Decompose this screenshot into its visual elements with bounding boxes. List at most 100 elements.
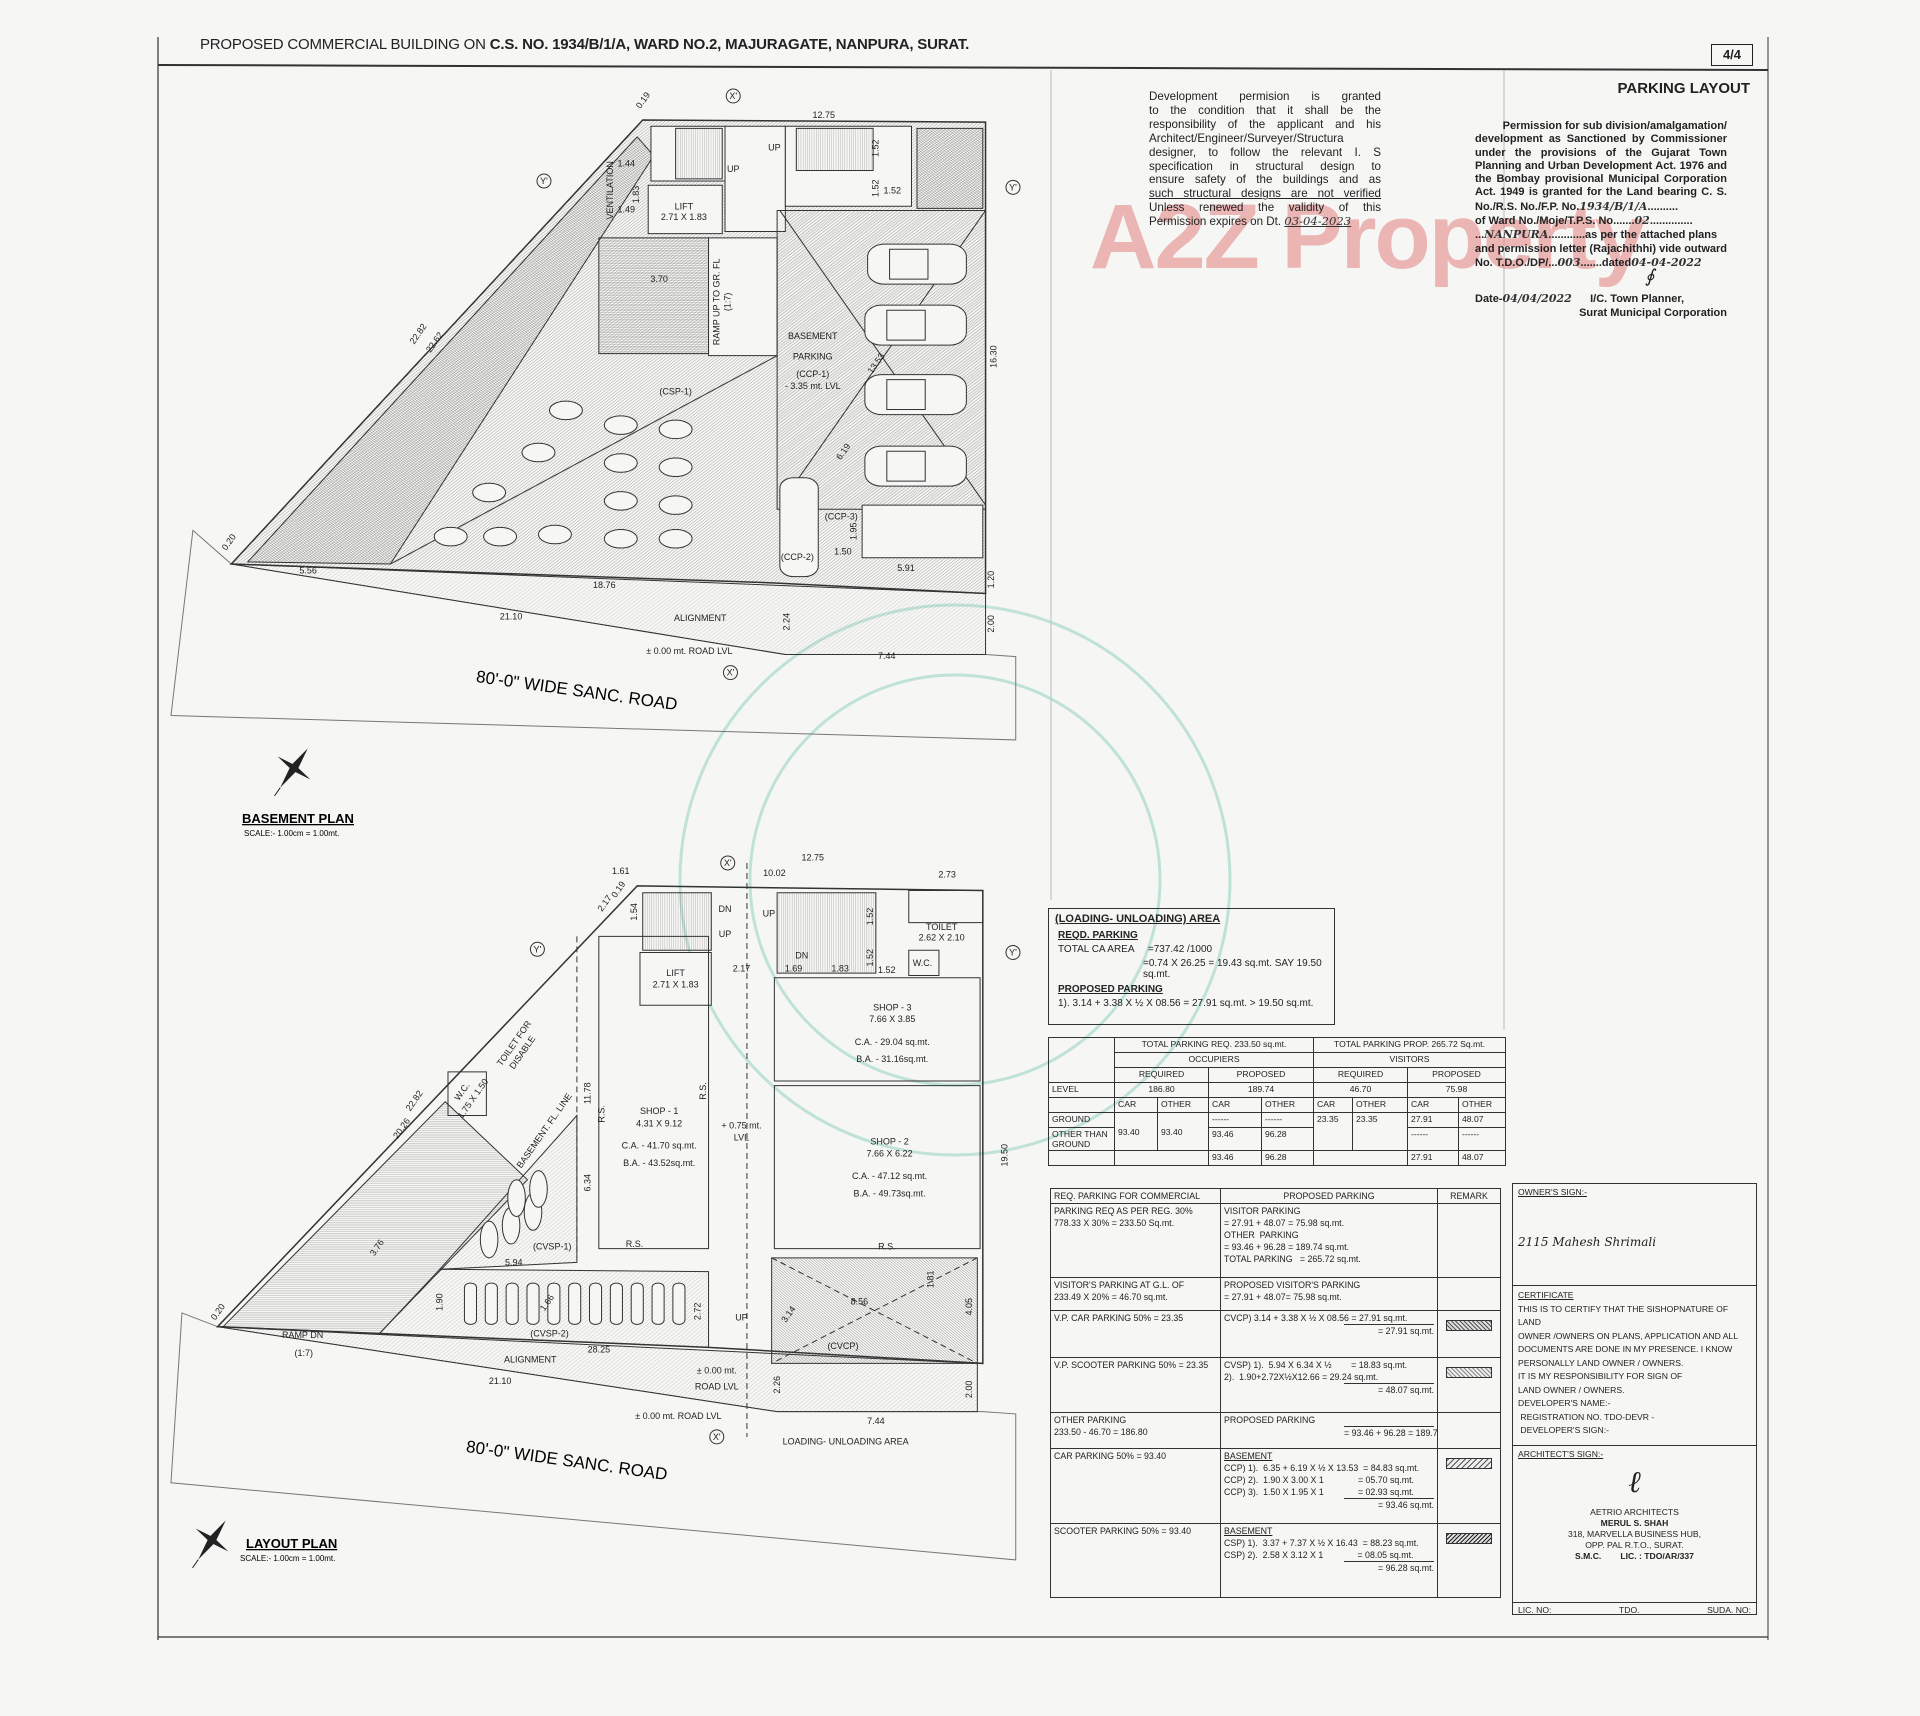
plan-label: - 3.35 mt. LVL xyxy=(785,381,841,391)
cell: ------ xyxy=(1458,1127,1506,1151)
col-header: REQ. PARKING FOR COMMERCIAL xyxy=(1050,1188,1221,1204)
plan-label: 7.66 X 3.85 xyxy=(869,1014,915,1024)
proposed-cell: VISITOR PARKING= 27.91 + 48.07 = 75.98 s… xyxy=(1220,1203,1438,1278)
stamp-line: development as Sanctioned by Commissione… xyxy=(1475,133,1727,146)
proposed-cell: CVSP) 1). 5.94 X 6.34 X ½ = 18.83 sq.mt.… xyxy=(1220,1357,1438,1413)
dimension-label: 5.91 xyxy=(897,563,915,573)
certificate-line: THIS IS TO CERTIFY THAT THE SISHOPNATURE… xyxy=(1518,1303,1729,1328)
col-header: PROPOSED PARKING xyxy=(1220,1188,1438,1204)
plan-label: VENTILATION xyxy=(605,161,615,219)
date-value: 04/04/2022 xyxy=(1502,292,1572,306)
shop-1 xyxy=(599,936,709,1248)
col-other: OTHER xyxy=(1157,1097,1209,1113)
stamp-line: the Bombay provisional Municipal Corpora… xyxy=(1475,173,1727,186)
dimension-label: 2.00 xyxy=(964,1381,974,1399)
dimension-label: 5.94 xyxy=(505,1257,523,1267)
occupiers: OCCUPIERS xyxy=(1114,1052,1314,1068)
plan-label: RAMP DN xyxy=(282,1330,323,1340)
no-label: No. T.D.O./DP/... xyxy=(1475,256,1558,269)
scooter-icon xyxy=(659,496,692,515)
certificate-line: DOCUMENTS ARE DONE IN MY PRESENCE. I KNO… xyxy=(1518,1344,1733,1354)
drawing-header: PROPOSED COMMERCIAL BUILDING ON C.S. NO.… xyxy=(200,36,969,53)
scooter-icon xyxy=(548,1283,560,1324)
scooter-icon xyxy=(549,401,582,420)
grid-axis-marker xyxy=(1005,179,1021,195)
staircase-treads xyxy=(796,128,873,170)
car-icon xyxy=(865,375,966,415)
stamp-line: Act. 1949 is granted for the Land bearin… xyxy=(1475,186,1727,199)
grid-axis-label: Y' xyxy=(534,944,542,954)
sheet-number: 4/4 xyxy=(1711,44,1753,66)
req-line: OTHER PARKING xyxy=(1054,1415,1127,1425)
ramp-landing xyxy=(709,238,778,356)
shop-2 xyxy=(774,1086,980,1249)
scooter-icon xyxy=(434,527,467,546)
plan-label: W.C. xyxy=(913,958,933,968)
col-car: CAR xyxy=(1407,1097,1459,1113)
proposed-heading: PROPOSED PARKING xyxy=(1058,984,1163,995)
proposed-line: PROPOSED VISITOR'S PARKING xyxy=(1224,1280,1361,1290)
remark-cell xyxy=(1437,1412,1501,1449)
scooter-icon xyxy=(604,454,637,473)
plan-label: SHOP - 3 xyxy=(873,1003,911,1013)
legend-hatch-swatch xyxy=(1446,1458,1492,1469)
dimension-label: 11.78 xyxy=(583,1082,593,1104)
scooter-icon xyxy=(590,1283,602,1324)
remark-cell xyxy=(1437,1448,1501,1524)
proposed-line: CCP) 3). 1.50 X 1.95 X 1 = 02.93 sq.mt. xyxy=(1224,1487,1414,1497)
certificate-line: IT IS MY RESPONSIBILITY FOR SIGN OF xyxy=(1518,1371,1683,1381)
alignment-band xyxy=(218,1327,978,1412)
dimension-label: 1.61 xyxy=(612,866,630,876)
certificate-line: REGISTRATION NO. TDO-DEVR - xyxy=(1518,1411,1655,1422)
reqd-heading: REQD. PARKING xyxy=(1058,930,1138,941)
col-other: OTHER xyxy=(1261,1097,1314,1113)
total-req: TOTAL PARKING REQ. 233.50 sq.mt. xyxy=(1114,1037,1314,1053)
vis-proposed: PROPOSED xyxy=(1407,1067,1506,1083)
car-icon xyxy=(865,305,966,345)
grid-axis-marker xyxy=(722,665,738,681)
dimension-label: 2.73 xyxy=(938,869,956,879)
plan-label: R.S. xyxy=(698,1082,708,1100)
plan-label: (CVCP) xyxy=(827,1341,858,1351)
north-arrow-icon xyxy=(274,748,311,797)
scooter-icon xyxy=(527,1283,539,1324)
occ-prop-total: 189.74 xyxy=(1208,1082,1314,1098)
loading-calc: =0.74 X 26.25 = 19.43 sq.mt. SAY 19.50 s… xyxy=(1143,958,1322,980)
legend-hatch-swatch xyxy=(1446,1320,1492,1331)
plan-label: (CVSP-2) xyxy=(530,1329,569,1339)
staircase xyxy=(777,893,876,973)
firm: AETRIO ARCHITECTS xyxy=(1590,1507,1679,1517)
layout-plan-scale: SCALE:- 1.00cm = 1.00mt. xyxy=(240,1554,335,1563)
plan-label: PARKING xyxy=(793,352,833,362)
dimension-label: 20.26 xyxy=(391,1116,412,1140)
plan-label: C.A. - 29.04 sq.mt. xyxy=(855,1037,930,1047)
lic-no: LIC. NO: xyxy=(1518,1605,1552,1615)
dimension-label: 1.20 xyxy=(986,571,996,589)
sanction-stamp: Permission for sub division/amalgamation… xyxy=(1475,120,1727,319)
parking-summary-table: TOTAL PARKING REQ. 233.50 sq.mt.TOTAL PA… xyxy=(1048,1037,1506,1166)
row-other-than-ground: OTHER THAN GROUND xyxy=(1048,1127,1115,1151)
corridor xyxy=(725,126,785,231)
plan-label: (1:7) xyxy=(722,293,732,312)
smc: S.M.C. xyxy=(1575,1551,1602,1561)
proposed-cell: PROPOSED VISITOR'S PARKING= 27.91 + 48.0… xyxy=(1220,1277,1438,1311)
alignment-band xyxy=(231,564,985,654)
plan-label: ROAD LVL xyxy=(695,1381,739,1391)
layout-plan xyxy=(171,863,1016,1560)
dimension-label: 0.19 xyxy=(634,90,652,110)
plan-label: ALIGNMENT xyxy=(504,1355,557,1365)
ward-label: of Ward No./Moje/T.P.S. No. xyxy=(1475,215,1617,228)
proposed-line: = 27.91 + 48.07 = 75.98 sq.mt. xyxy=(1224,1218,1345,1228)
town-planner-signature: ∮ xyxy=(1645,266,1655,288)
note-line: Development permision is granted xyxy=(1149,90,1381,103)
remark-cell xyxy=(1437,1310,1501,1358)
stamp-line: under the provisions of the Gujarat Town xyxy=(1475,146,1727,159)
remark-cell xyxy=(1437,1523,1501,1598)
dimension-label: 12.75 xyxy=(802,852,825,862)
req-cell: CAR PARKING 50% = 93.40 xyxy=(1050,1448,1221,1524)
cell: 93.40 xyxy=(1114,1112,1158,1151)
